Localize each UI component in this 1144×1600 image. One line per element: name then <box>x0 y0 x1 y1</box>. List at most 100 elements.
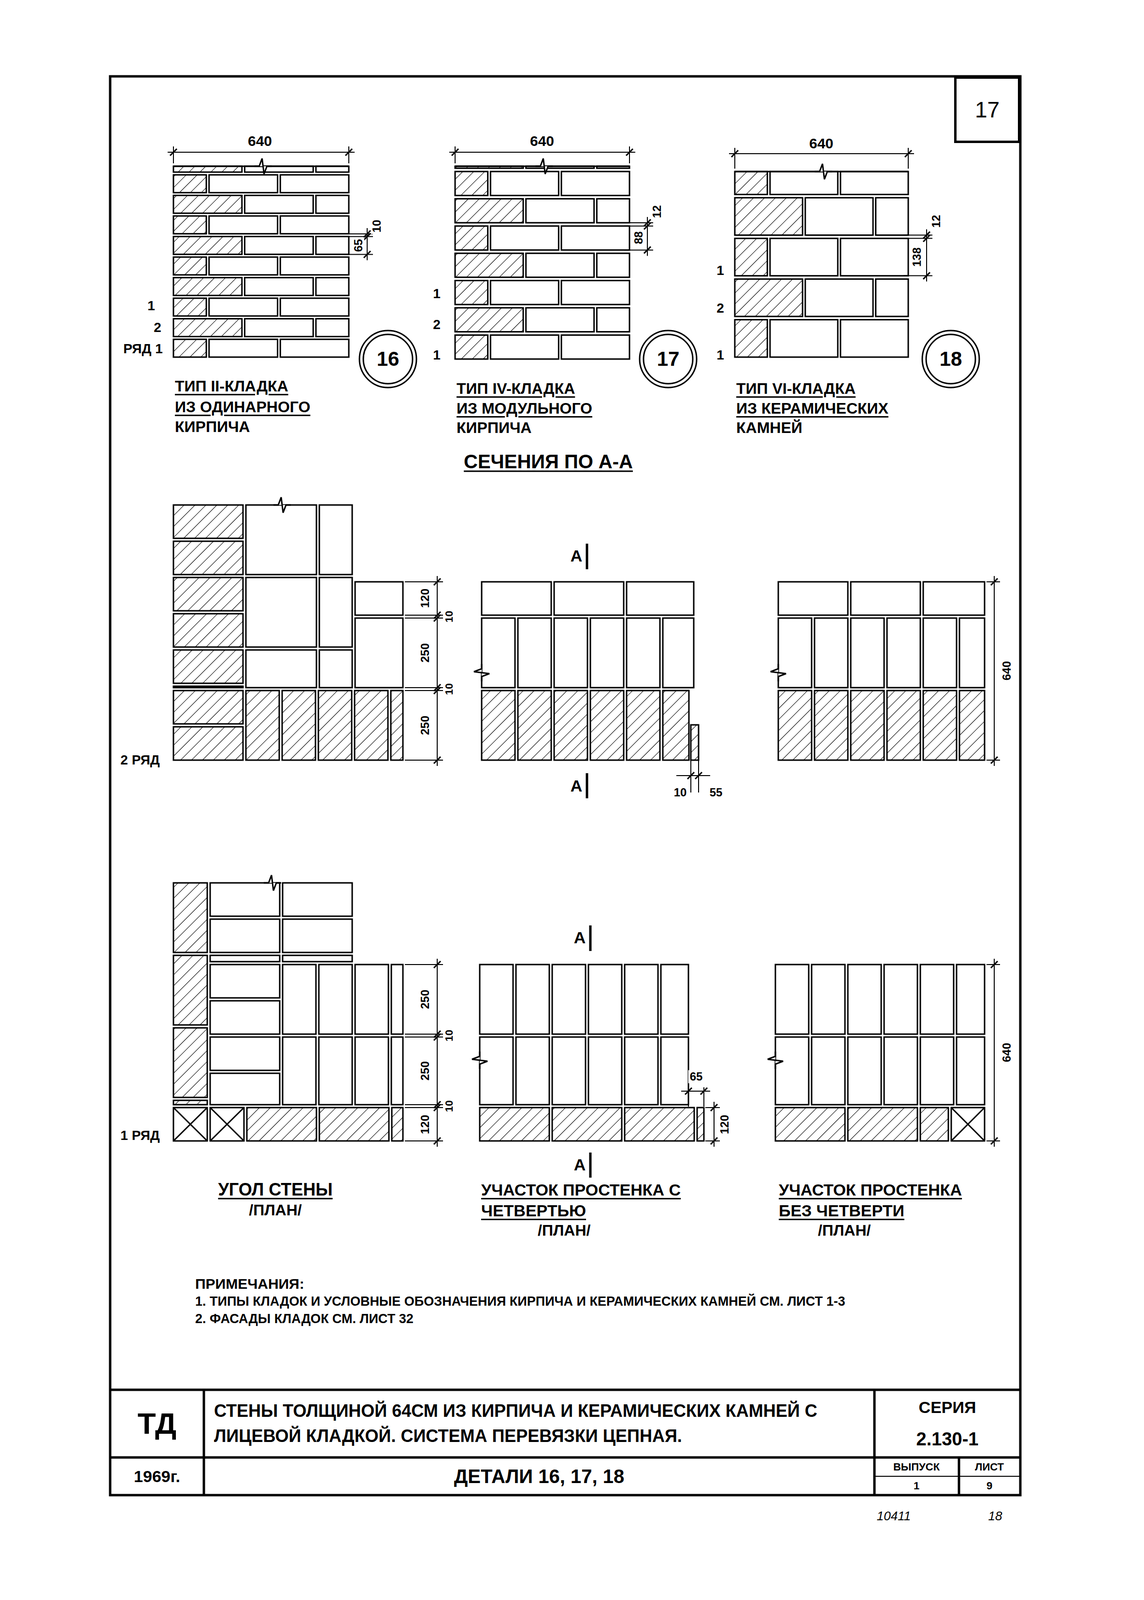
hatched-brick <box>455 307 524 332</box>
dimension-tick <box>731 150 739 158</box>
brick <box>814 617 848 688</box>
hatched-brick <box>318 690 352 760</box>
brick <box>391 1036 403 1105</box>
caption-text: ПРИМЕЧАНИЯ: <box>193 1275 306 1292</box>
dimension-text: СЕРИЯ <box>917 1397 978 1416</box>
dimension-tick <box>345 148 353 156</box>
section-mark <box>589 925 592 951</box>
brick <box>840 238 909 276</box>
hatched-brick <box>690 724 699 760</box>
brick <box>552 1036 586 1105</box>
hatched-brick <box>173 277 243 296</box>
dimension-line <box>993 958 995 1147</box>
hatched-brick <box>662 690 689 760</box>
break-mark <box>535 158 554 174</box>
dimension-text: 2.130-1 <box>915 1428 981 1450</box>
brick <box>355 1036 389 1105</box>
dimension-text: 65 <box>352 237 365 254</box>
dimension-tick <box>170 148 177 156</box>
brick <box>210 1000 280 1034</box>
dimension-tick <box>990 1137 998 1144</box>
brick <box>490 171 559 196</box>
dimension-line <box>705 1140 720 1142</box>
dimension-line <box>681 1090 711 1092</box>
dimension-line <box>167 151 355 153</box>
caption-text: ТИП II-КЛАДКА <box>173 377 290 396</box>
brick <box>481 581 552 615</box>
dimension-tick <box>990 578 998 586</box>
dimension-text: 10 <box>443 681 455 697</box>
dimension-line <box>436 958 438 1147</box>
hatched-brick <box>552 1107 622 1141</box>
brick <box>850 581 921 615</box>
dimension-text: 12 <box>651 203 663 220</box>
dimension-text: 1 <box>715 347 726 363</box>
brick <box>956 964 985 1034</box>
brick <box>280 174 349 193</box>
break-mark <box>471 1051 488 1069</box>
callout-circle: 18 <box>920 328 981 389</box>
dimension-text: 120 <box>419 586 431 610</box>
hatched-brick <box>455 253 524 278</box>
caption-text: /ПЛАН/ <box>816 1221 873 1240</box>
dimension-line <box>624 225 654 227</box>
caption-text: ЧЕТВЕРТЬЮ <box>479 1201 588 1220</box>
brick <box>517 617 552 688</box>
brick <box>596 307 630 332</box>
break-mark <box>770 663 787 682</box>
brick <box>479 964 514 1034</box>
hatched-brick <box>173 649 244 684</box>
dimension-tick <box>451 148 459 156</box>
brick <box>355 617 403 688</box>
dimension-text: 12 <box>930 213 943 230</box>
dimension-text: 640 <box>528 132 556 150</box>
hatched-brick <box>245 690 280 760</box>
dimension-line <box>676 774 711 776</box>
brick <box>210 882 280 916</box>
brick <box>660 964 689 1034</box>
dimension-text: УГОЛ СТЕНЫ <box>216 1179 334 1200</box>
hatched-brick <box>959 690 985 760</box>
dimension-text: 120 <box>718 1113 731 1136</box>
hatched-brick <box>734 171 768 195</box>
break-mark <box>473 663 490 682</box>
dimension-tick <box>685 1087 692 1095</box>
hatched-brick <box>391 1107 403 1141</box>
brick <box>662 617 694 688</box>
brick <box>884 964 918 1034</box>
dimension-text: 88 <box>632 229 645 246</box>
dimension-tick <box>433 686 441 694</box>
hatched-brick <box>173 504 244 539</box>
brick <box>479 1036 514 1105</box>
brick <box>244 195 314 214</box>
dimension-text: 1 <box>715 262 726 278</box>
dimension-tick <box>626 148 633 156</box>
dimension-text: 2 <box>431 316 443 332</box>
hatched-brick <box>173 1100 208 1105</box>
dimension-text: 55 <box>708 786 725 800</box>
brick <box>561 280 630 305</box>
brick <box>481 617 515 688</box>
break-mark <box>767 1051 784 1069</box>
dimension-text: 2 РЯД <box>118 752 161 768</box>
brick <box>319 577 353 647</box>
brick <box>490 226 559 251</box>
dimension-text: СЕЧЕНИЯ ПО А-А <box>462 450 635 473</box>
dimension-text: /ПЛАН/ <box>247 1201 303 1219</box>
dimension-text: А <box>572 1155 588 1174</box>
brick <box>315 236 349 255</box>
brick <box>282 955 353 962</box>
hatched-brick <box>455 226 488 251</box>
section-mark <box>589 1152 592 1178</box>
hatched-brick <box>354 690 388 760</box>
hatched-brick <box>173 166 243 172</box>
brick <box>245 649 317 688</box>
caption-text: 2. ФАСАДЫ КЛАДОК СМ. ЛИСТ 32 <box>193 1311 415 1326</box>
brick <box>847 1036 882 1105</box>
brick <box>210 955 280 962</box>
inner-circle <box>363 334 413 384</box>
dimension-text: РЯД 1 <box>121 341 164 357</box>
brick <box>210 1107 244 1141</box>
dimension-text: 9 <box>985 1479 994 1492</box>
brick <box>280 298 349 316</box>
